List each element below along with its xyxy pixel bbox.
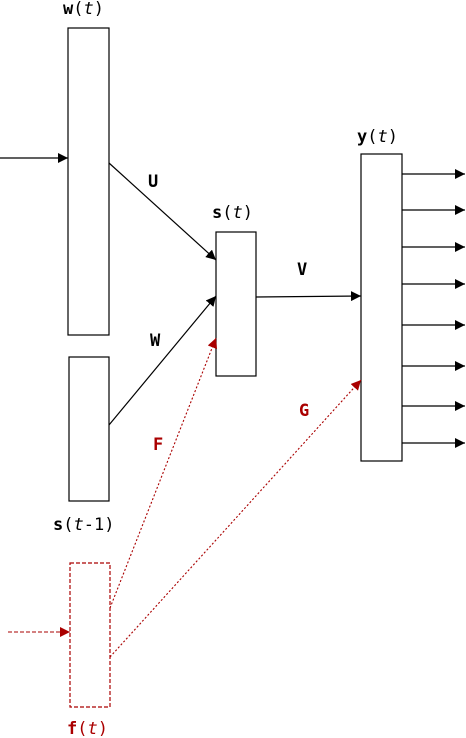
- u-arrow: [108, 162, 217, 261]
- w-weight-label: W: [150, 331, 161, 351]
- f-label: f(t): [67, 719, 108, 738]
- y-layer-box: [360, 153, 403, 462]
- s-prev-label: s(t-1): [53, 515, 114, 535]
- u-weight-label: U: [148, 172, 158, 192]
- y-label: y(t): [357, 127, 398, 147]
- output-arrows: [402, 169, 465, 448]
- f-layer-box: [69, 562, 111, 708]
- s-label: s(t): [212, 203, 253, 223]
- g-weight-arrow: [109, 379, 362, 658]
- f-weight-label: F: [153, 435, 163, 455]
- g-weight-label: G: [299, 401, 309, 421]
- w-layer-box: [67, 27, 110, 336]
- w-label: w(t): [63, 0, 104, 19]
- f-weight-arrow: [109, 337, 217, 609]
- w-arrow: [108, 295, 217, 426]
- v-weight-label: V: [297, 260, 307, 280]
- s-layer-box: [215, 231, 257, 377]
- v-arrow: [255, 291, 362, 302]
- s-prev-layer-box: [68, 356, 110, 502]
